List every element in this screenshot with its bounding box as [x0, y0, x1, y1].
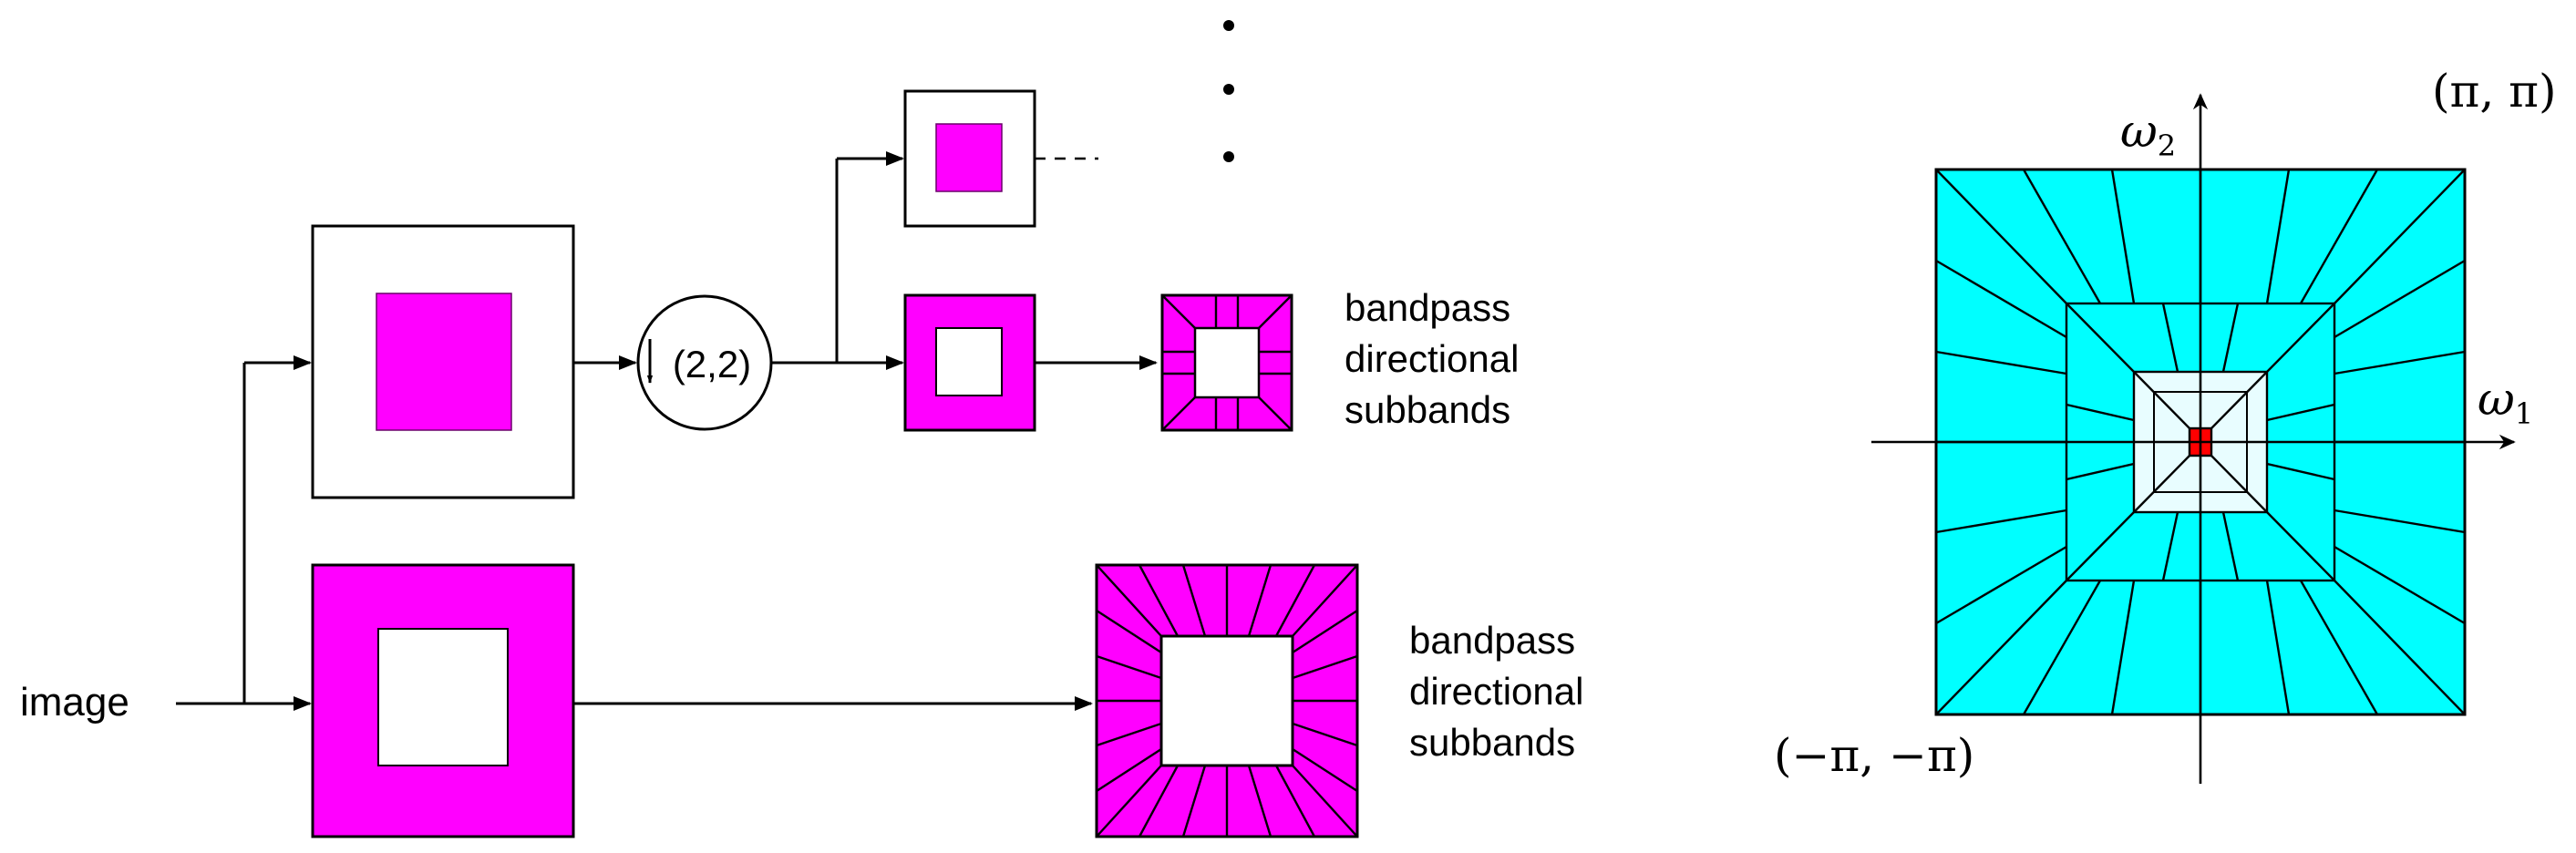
lowpass-filter-block [311, 224, 575, 499]
omega1-label: ω1 [2478, 373, 2533, 431]
next-highpass-block [903, 293, 1036, 432]
highpass-filter-block [311, 563, 575, 838]
small-directional-subbands [1160, 293, 1293, 432]
downsampler: (2,2) [636, 294, 773, 431]
middle-wedges [2066, 303, 2335, 581]
input-label: image [20, 680, 129, 725]
corner-top-right-label: (π, π) [2432, 65, 2557, 118]
frequency-partition: ω2 ω1 (π, π) (−π, −π) [1774, 65, 2557, 784]
filter-bank: image (2,2) [20, 20, 1594, 838]
upper-subbands-label: bandpass directional subbands [1345, 286, 1530, 431]
inner-wedges [2133, 371, 2268, 513]
lower-subbands-label: bandpass directional subbands [1409, 619, 1594, 764]
omega2-label: ω2 [2120, 105, 2176, 163]
continuation-dots [1223, 20, 1234, 162]
downsampler-label: (2,2) [673, 343, 751, 385]
large-directional-subbands [1095, 563, 1359, 838]
next-lowpass-block [903, 89, 1036, 228]
corner-bottom-left-label: (−π, −π) [1774, 729, 1974, 782]
